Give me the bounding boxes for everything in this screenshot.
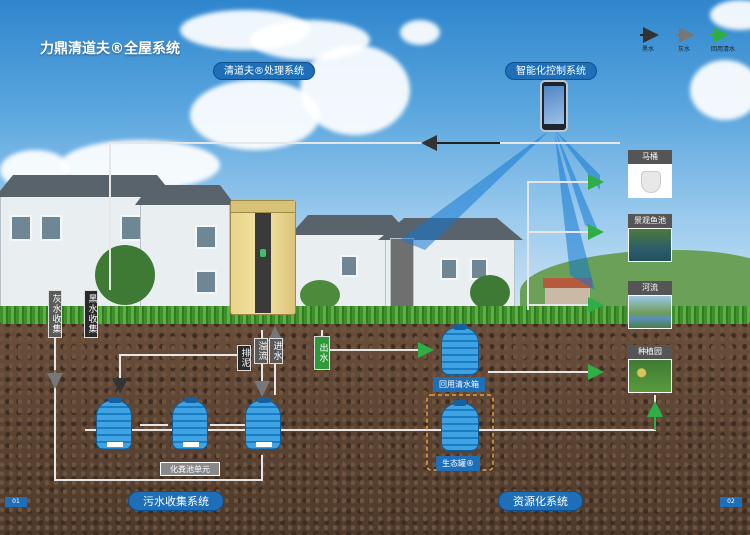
treatment-unit — [230, 200, 296, 315]
page-number-left: 01 — [5, 497, 27, 507]
cloud — [690, 60, 750, 120]
window — [340, 255, 358, 277]
eco-tank-frame — [426, 394, 494, 471]
fish-pond-label: 景观鱼池 — [628, 214, 672, 228]
roof — [0, 175, 175, 197]
grass-strip — [0, 306, 750, 324]
resource-system-label: 资源化系统 — [498, 491, 583, 511]
garden-label: 种植园 — [628, 345, 672, 359]
tree — [300, 280, 340, 310]
tree — [470, 275, 510, 310]
page-title: 力鼎清道夫®全屋系统 — [40, 41, 180, 57]
signal-beam — [400, 130, 550, 250]
page-number-right: 02 — [720, 497, 742, 507]
water-outlet-label: 出水 — [314, 336, 330, 370]
tree — [95, 245, 155, 305]
river-image — [628, 295, 672, 329]
window — [40, 215, 62, 241]
roof — [135, 185, 235, 205]
legend-grey-water: 灰水 — [677, 46, 690, 53]
window — [440, 258, 458, 280]
window — [195, 225, 217, 249]
chimney — [390, 238, 414, 310]
fish-pond-image — [628, 228, 672, 262]
water-inlet-label: 进水 — [269, 338, 283, 364]
cloud — [710, 0, 750, 30]
roof — [290, 215, 410, 235]
signal-beam — [555, 135, 595, 290]
cloud — [190, 80, 320, 150]
reuse-pipe-bottom — [85, 395, 656, 431]
septic-unit-label: 化粪池单元 — [160, 462, 220, 476]
overflow-label: 溢流 — [254, 338, 268, 364]
toilet-image — [628, 164, 672, 198]
septic-tank — [245, 397, 281, 450]
cloud — [400, 20, 440, 45]
septic-tank — [172, 397, 208, 450]
sludge-discharge-label: 排泥 — [237, 345, 251, 371]
sludge-pipe — [112, 354, 245, 394]
grey-water-pipe — [54, 318, 263, 481]
sewage-collection-label: 污水收集系统 — [128, 491, 224, 511]
smartphone-icon — [540, 80, 568, 132]
legend-reuse-water: 回用清水 — [710, 46, 735, 53]
toilet-label: 马桶 — [628, 150, 672, 164]
pipe-to-toilet — [527, 174, 604, 310]
treatment-system-label: 清道夫®处理系统 — [213, 62, 315, 80]
garden-image — [628, 359, 672, 393]
reuse-water-tank — [441, 324, 479, 375]
river-label: 河流 — [628, 281, 672, 295]
reuse-pipe-top — [109, 142, 620, 290]
legend-black-water: 黑水 — [641, 46, 654, 53]
roof — [543, 278, 592, 288]
black-water-collection-label: 黑水收集 — [84, 290, 98, 338]
window — [195, 270, 217, 294]
reuse-tank-label: 回用清水箱 — [433, 377, 485, 392]
eco-tank-label: 生态罐® — [436, 456, 480, 471]
eco-tank — [441, 400, 479, 451]
smart-control-label: 智能化控制系统 — [505, 62, 597, 80]
window — [10, 215, 32, 241]
septic-tank — [96, 397, 132, 450]
grey-water-collection-label: 灰水收集 — [48, 290, 62, 338]
